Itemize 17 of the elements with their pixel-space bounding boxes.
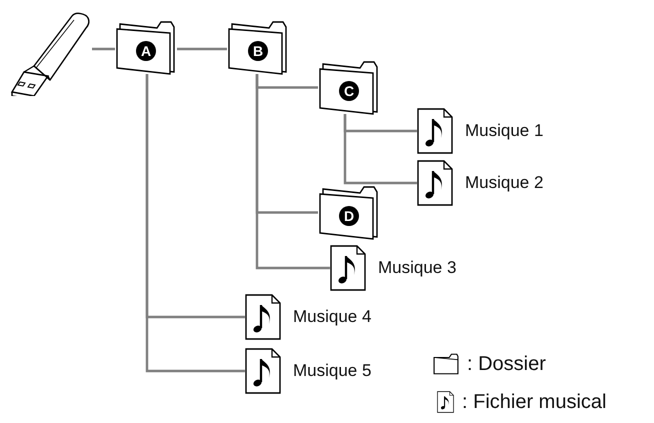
legend-label: : Dossier bbox=[467, 352, 546, 376]
file-name: Musique 3 bbox=[378, 258, 456, 278]
legend-label: : Fichier musical bbox=[462, 390, 606, 414]
usb-drive-drawing bbox=[10, 10, 92, 96]
connector-line bbox=[92, 48, 115, 50]
folder-icon bbox=[227, 20, 289, 75]
folder-icon bbox=[318, 185, 380, 240]
file-name: Musique 1 bbox=[465, 121, 544, 141]
connector-line bbox=[344, 114, 417, 184]
connector-line bbox=[256, 74, 330, 270]
folder-icon bbox=[318, 60, 380, 115]
folder-icon bbox=[115, 20, 177, 75]
file-name: Musique 4 bbox=[293, 307, 372, 327]
connector-line bbox=[177, 48, 227, 50]
file-name: Musique 5 bbox=[293, 361, 372, 381]
connector-line bbox=[146, 74, 245, 372]
file-name: Musique 2 bbox=[465, 173, 544, 193]
